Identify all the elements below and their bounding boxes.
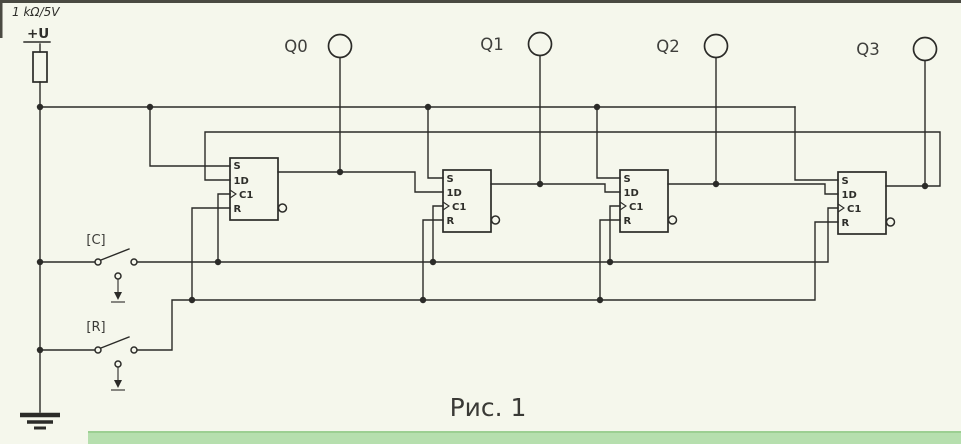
flipflop-3-pin-d-label: 1D: [624, 188, 639, 199]
reset-riser-ff1: [191, 207, 231, 301]
signal-ff1-ff2: [277, 171, 444, 193]
flipflop-4-body: [837, 171, 887, 235]
clock-switch-label: [C]: [86, 233, 105, 248]
flipflop-3-pin-r-label: R: [624, 216, 632, 227]
wires: [39, 55, 941, 351]
output-q2-label: Q2: [656, 37, 680, 56]
flipflop-1: S 1D C1 R: [229, 157, 288, 221]
output-q1: Q1: [480, 31, 553, 57]
flipflop-4-pin-r-label: R: [842, 218, 850, 229]
flipflop-2-pin-d-label: 1D: [447, 188, 462, 199]
flipflop-3-body: [619, 169, 669, 233]
resistor: [32, 51, 48, 83]
s-drop-ff3: [596, 106, 621, 179]
resistor-label: 1 kΩ/5V: [12, 5, 60, 19]
flipflop-1-pin-s-label: S: [234, 161, 241, 172]
reset-switch-label: [R]: [86, 320, 105, 335]
junction-dots: [36, 103, 929, 354]
reset-riser-ff3: [599, 219, 621, 301]
switch-contact: [130, 346, 138, 354]
flipflop-2-pin-c-label: C1: [452, 202, 466, 213]
flipflop-1-pin-d-label: 1D: [234, 176, 249, 187]
output-q0-label: Q0: [284, 37, 308, 56]
switch-contact: [94, 258, 102, 266]
switch-contact: [130, 258, 138, 266]
reset-riser-ff2: [422, 219, 444, 301]
flipflop-3: S 1D C1 R: [619, 169, 678, 233]
s-drop-ff1: [149, 106, 231, 167]
output-q3: Q3: [856, 36, 938, 62]
inverted-output-bubble: [667, 215, 678, 225]
output-q2-indicator: [703, 33, 729, 59]
reset-line: [136, 221, 839, 351]
ground-symbol: [20, 412, 60, 430]
figure-caption: Рис. 1: [450, 393, 527, 422]
flipflop-3-pin-s-label: S: [624, 174, 631, 185]
dynamic-input-chevron: [229, 189, 237, 199]
supply-label: +U: [27, 26, 49, 42]
dynamic-input-chevron: [619, 201, 627, 211]
flipflop-1-body: [229, 157, 279, 221]
throw-ground: [111, 360, 125, 391]
s-drop-ff4: [794, 106, 839, 181]
signal-ff2-ff3: [490, 183, 621, 193]
output-q1-label: Q1: [480, 35, 504, 54]
s-drop-ff2: [427, 106, 444, 179]
output-q3-label: Q3: [856, 40, 880, 59]
flipflop-3-pin-c-label: C1: [629, 202, 643, 213]
inverted-output-bubble: [490, 215, 501, 225]
inverted-output-bubble: [277, 203, 288, 213]
clock-riser-ff1: [217, 193, 231, 263]
switch-contact: [94, 346, 102, 354]
output-q2: Q2: [656, 33, 729, 59]
inverted-output-bubble: [885, 217, 896, 227]
flipflop-1-pin-r-label: R: [234, 204, 242, 215]
flipflop-4-pin-s-label: S: [842, 176, 849, 187]
flipflop-4-pin-d-label: 1D: [842, 190, 857, 201]
clock-riser-ff3: [609, 205, 621, 263]
scan-left-mark: [0, 0, 3, 38]
dynamic-input-chevron: [442, 201, 450, 211]
switch-lever: [100, 336, 130, 349]
output-q3-indicator: [912, 36, 938, 62]
flipflop-4-pin-c-label: C1: [847, 204, 861, 215]
scan-bottom-strip: [88, 431, 961, 444]
feedback-wire: [204, 131, 941, 187]
flipflop-2-body: [442, 169, 492, 233]
flipflop-1-pin-c-label: C1: [239, 190, 253, 201]
throw-ground: [111, 272, 125, 303]
flipflop-4: S 1D C1 R: [837, 171, 896, 235]
power-supply: 1 kΩ/5V +U: [12, 5, 60, 430]
flipflop-2-pin-r-label: R: [447, 216, 455, 227]
clock-switch: [C]: [86, 233, 138, 303]
reset-switch: [R]: [86, 320, 138, 391]
scan-bottom-strip-edge: [88, 431, 961, 433]
dynamic-input-chevron: [837, 203, 845, 213]
flipflop-2-pin-s-label: S: [447, 174, 454, 185]
output-q1-indicator: [527, 31, 553, 57]
output-q0-indicator: [327, 33, 353, 59]
flipflop-2: S 1D C1 R: [442, 169, 501, 233]
scan-top-border: [0, 0, 961, 3]
switch-lever: [100, 248, 130, 261]
signal-ff3-ff4: [667, 183, 839, 195]
output-q0: Q0: [284, 33, 353, 59]
clock-line: [136, 207, 839, 263]
clock-riser-ff2: [432, 205, 444, 263]
